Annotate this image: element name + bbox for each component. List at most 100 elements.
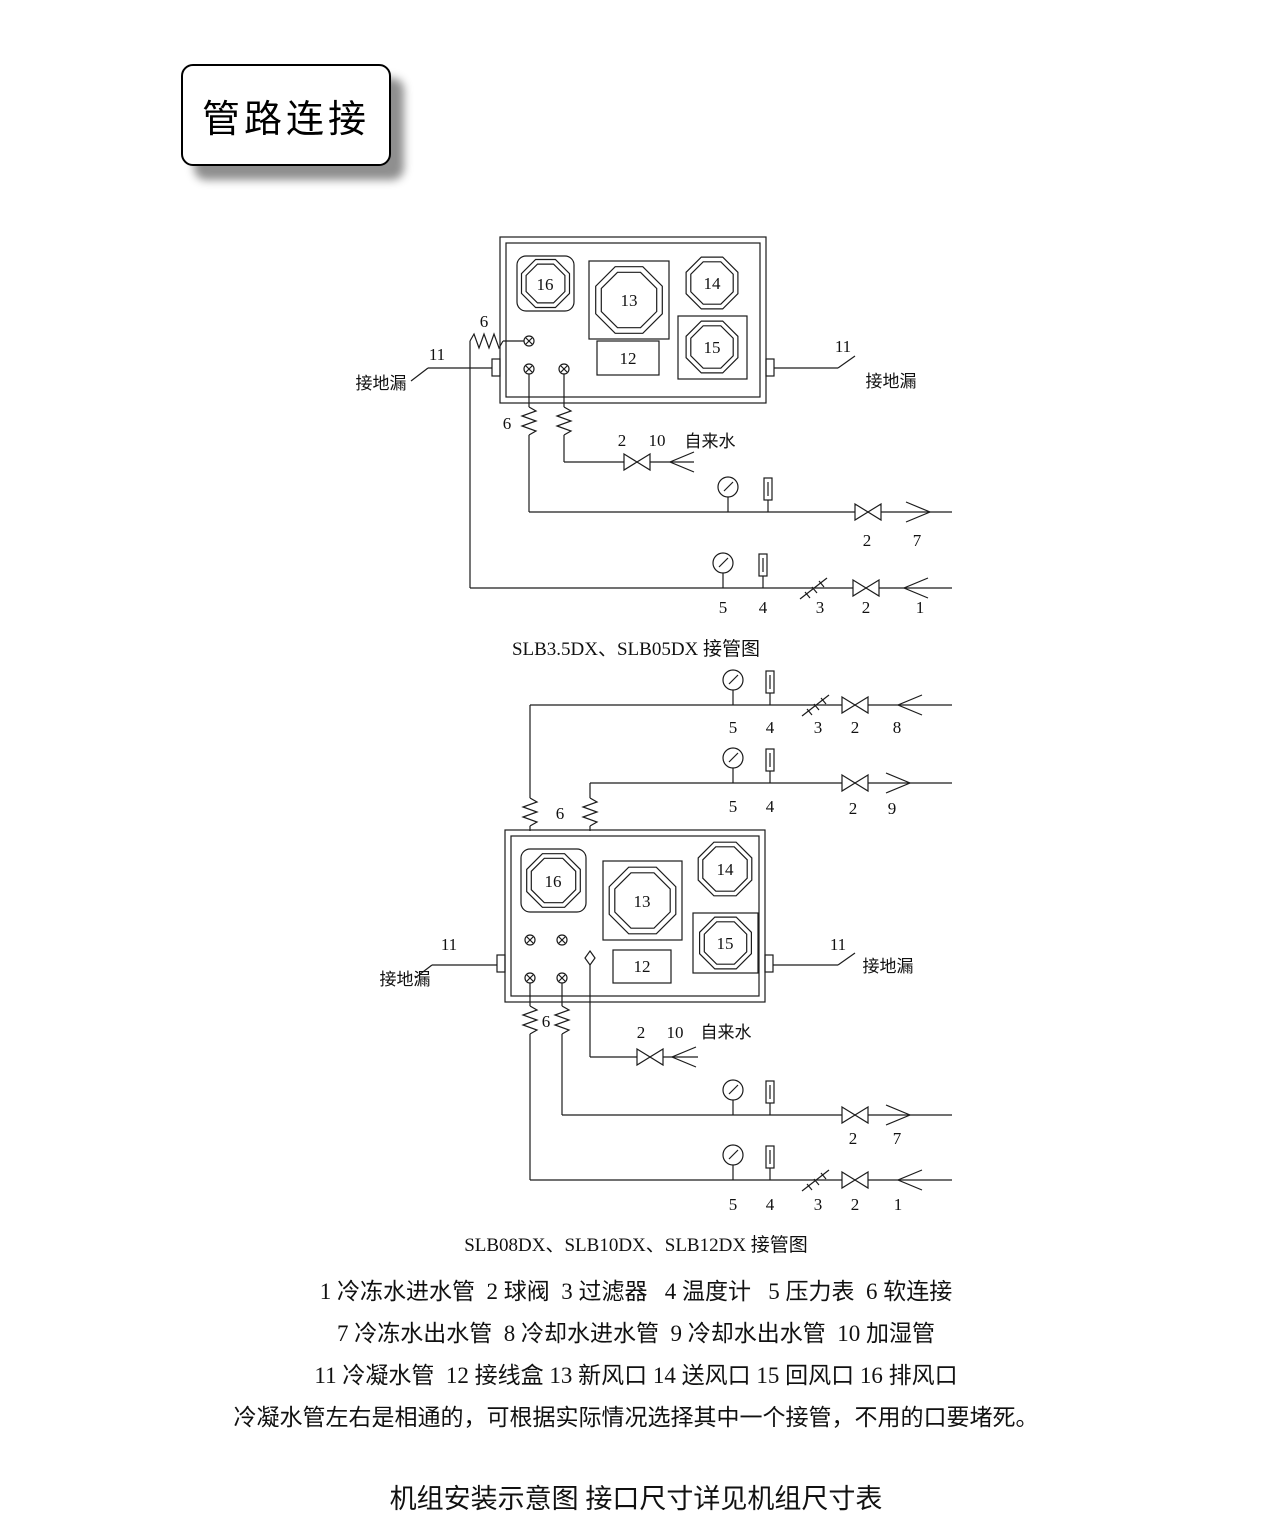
diagram1-caption: SLB3.5DX、SLB05DX 接管图 bbox=[511, 639, 761, 660]
part-number-label: 2 bbox=[851, 1195, 860, 1214]
pressure-gauge-icon bbox=[712, 552, 734, 589]
soft-connection-icon bbox=[522, 1005, 538, 1035]
small-valve-icon bbox=[584, 949, 596, 967]
thermometer-icon bbox=[765, 748, 775, 784]
fan-port-label: 13 bbox=[621, 291, 638, 310]
return-air-port-15 bbox=[677, 315, 748, 380]
fresh-air-port-13 bbox=[602, 860, 683, 941]
fan-port-label: 16 bbox=[537, 275, 554, 294]
part-number-label: 2 bbox=[849, 799, 858, 818]
part-number-label: 7 bbox=[913, 531, 922, 550]
pipe-stub-icon bbox=[523, 335, 535, 347]
supply-air-port-14 bbox=[697, 841, 753, 897]
part-number-label: 8 bbox=[893, 718, 902, 737]
junction-box-12 bbox=[612, 949, 672, 984]
pressure-gauge-icon bbox=[717, 476, 739, 513]
pipe-stub-icon bbox=[558, 363, 570, 375]
part-number-label: 9 bbox=[888, 799, 897, 818]
pipe-stub-icon bbox=[556, 972, 568, 984]
part-number-label: 2 bbox=[851, 718, 860, 737]
ball-valve-icon bbox=[841, 1106, 869, 1124]
legend-line-4: 冷凝水管左右是相通的，可根据实际情况选择其中一个接管，不用的口要堵死。 bbox=[233, 1405, 1039, 1430]
part-number-label: 11 bbox=[429, 345, 445, 364]
part-number-label: 4 bbox=[766, 718, 775, 737]
part-number-label: 3 bbox=[814, 718, 823, 737]
part-number-label: 2 bbox=[863, 531, 872, 550]
floor-drain-label: 接地漏 bbox=[863, 957, 914, 976]
section-tab: 管路连接 bbox=[181, 64, 391, 166]
part-number-label: 2 bbox=[637, 1023, 646, 1042]
legend-line-2: 7 冷冻水出水管 8 冷却水进水管 9 冷却水出水管 10 加湿管 bbox=[337, 1321, 935, 1346]
d2-pipes bbox=[414, 704, 952, 1181]
exhaust-port-16 bbox=[516, 255, 575, 312]
diagram-slb35-slb05: 6 11 接地漏 11 接地漏 6 2 10 自来水 2 7 5 4 3 2 1… bbox=[356, 236, 952, 617]
tap-water-label: 自来水 bbox=[685, 432, 736, 451]
part-number-label: 5 bbox=[719, 598, 728, 617]
pressure-gauge-icon bbox=[722, 669, 744, 706]
ball-valve-icon bbox=[854, 503, 882, 521]
part-number-label: 2 bbox=[862, 598, 871, 617]
legend-line-3: 11 冷凝水管 12 接线盒 13 新风口 14 送风口 15 回风口 16 排… bbox=[314, 1363, 958, 1388]
part-number-label: 10 bbox=[649, 431, 666, 450]
part-number-label: 11 bbox=[835, 337, 851, 356]
return-air-port-15 bbox=[692, 912, 759, 974]
soft-connection-icon bbox=[582, 797, 598, 827]
pipe-stub-icon bbox=[524, 934, 536, 946]
part-number-label: 7 bbox=[893, 1129, 902, 1148]
ball-valve-icon bbox=[841, 1171, 869, 1189]
fresh-air-port-13 bbox=[588, 260, 670, 340]
soft-connection-icon bbox=[469, 333, 504, 349]
fan-port-label: 15 bbox=[717, 934, 734, 953]
ball-valve-icon bbox=[623, 453, 651, 471]
floor-drain-label: 接地漏 bbox=[866, 372, 917, 391]
part-number-label: 1 bbox=[894, 1195, 903, 1214]
diagram-slb08-10-12: 5 4 3 2 8 5 4 2 9 6 11 接地漏 11 接地漏 6 2 10… bbox=[380, 669, 952, 1214]
pipe-stub-icon bbox=[524, 972, 536, 984]
soft-connection-icon bbox=[522, 797, 538, 827]
fan-port-label: 14 bbox=[704, 274, 722, 293]
ball-valve-icon bbox=[841, 696, 869, 714]
pressure-gauge-icon bbox=[722, 747, 744, 784]
part-number-label: 5 bbox=[729, 718, 738, 737]
part-number-label: 3 bbox=[816, 598, 825, 617]
part-number-label: 4 bbox=[766, 797, 775, 816]
pressure-gauge-icon bbox=[722, 1079, 744, 1116]
d1-unit-box bbox=[491, 236, 775, 404]
part-number-label: 6 bbox=[480, 312, 489, 331]
ball-valve-icon bbox=[841, 774, 869, 792]
part-number-label: 1 bbox=[916, 598, 925, 617]
part-number-label: 11 bbox=[441, 935, 457, 954]
soft-connection-icon bbox=[554, 1005, 570, 1035]
diagram2-caption: SLB08DX、SLB10DX、SLB12DX 接管图 bbox=[464, 1235, 808, 1256]
thermometer-icon bbox=[758, 553, 768, 589]
part-number-label: 4 bbox=[766, 1195, 775, 1214]
thermometer-icon bbox=[763, 477, 773, 513]
part-number-label: 10 bbox=[667, 1023, 684, 1042]
thermometer-icon bbox=[765, 1080, 775, 1116]
fan-port-label: 16 bbox=[545, 872, 562, 891]
junction-box-label: 12 bbox=[634, 957, 651, 976]
part-number-label: 6 bbox=[542, 1012, 551, 1031]
pipe-stub-icon bbox=[556, 934, 568, 946]
part-number-label: 5 bbox=[729, 797, 738, 816]
floor-drain-label: 接地漏 bbox=[356, 374, 407, 393]
tap-water-label: 自来水 bbox=[701, 1023, 752, 1042]
fan-port-label: 14 bbox=[717, 860, 735, 879]
ball-valve-icon bbox=[852, 579, 880, 597]
fan-port-label: 15 bbox=[704, 338, 721, 357]
pipe-stub-icon bbox=[523, 363, 535, 375]
d2-unit-box bbox=[496, 829, 774, 1003]
junction-box-12 bbox=[596, 340, 660, 376]
supply-air-port-14 bbox=[685, 256, 739, 310]
exhaust-port-16 bbox=[520, 848, 587, 913]
floor-drain-label: 接地漏 bbox=[380, 970, 431, 989]
legend-line-1: 1 冷冻水进水管 2 球阀 3 过滤器 4 温度计 5 压力表 6 软连接 bbox=[319, 1279, 953, 1304]
part-number-label: 6 bbox=[556, 804, 565, 823]
part-number-label: 11 bbox=[830, 935, 846, 954]
part-number-label: 5 bbox=[729, 1195, 738, 1214]
part-number-label: 6 bbox=[503, 414, 512, 433]
junction-box-label: 12 bbox=[620, 349, 637, 368]
thermometer-icon bbox=[765, 1145, 775, 1181]
